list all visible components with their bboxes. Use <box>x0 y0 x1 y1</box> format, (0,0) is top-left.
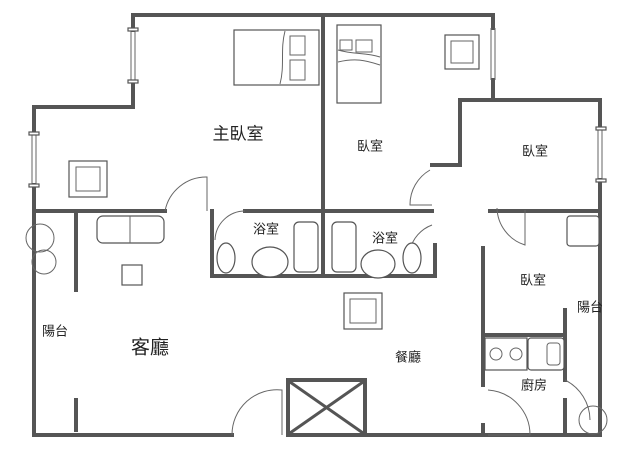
label-bedroom-top: 臥室 <box>356 139 384 155</box>
label-bathroom-left: 浴室 <box>252 222 280 238</box>
windows <box>28 27 607 188</box>
label-bedroom-right: 臥室 <box>521 144 549 160</box>
walls <box>32 13 602 437</box>
label-kitchen: 廚房 <box>520 378 548 394</box>
furniture <box>25 24 608 435</box>
label-living-room: 客廳 <box>130 336 170 359</box>
label-dining-room: 餐廳 <box>394 350 422 366</box>
label-bedroom-lower-right: 臥室 <box>519 273 547 289</box>
label-balcony-right: 陽台 <box>576 300 604 316</box>
label-balcony-left: 陽台 <box>41 324 69 340</box>
label-master-bedroom: 主臥室 <box>212 124 264 145</box>
label-bathroom-right: 浴室 <box>371 231 399 247</box>
doors <box>164 169 591 436</box>
